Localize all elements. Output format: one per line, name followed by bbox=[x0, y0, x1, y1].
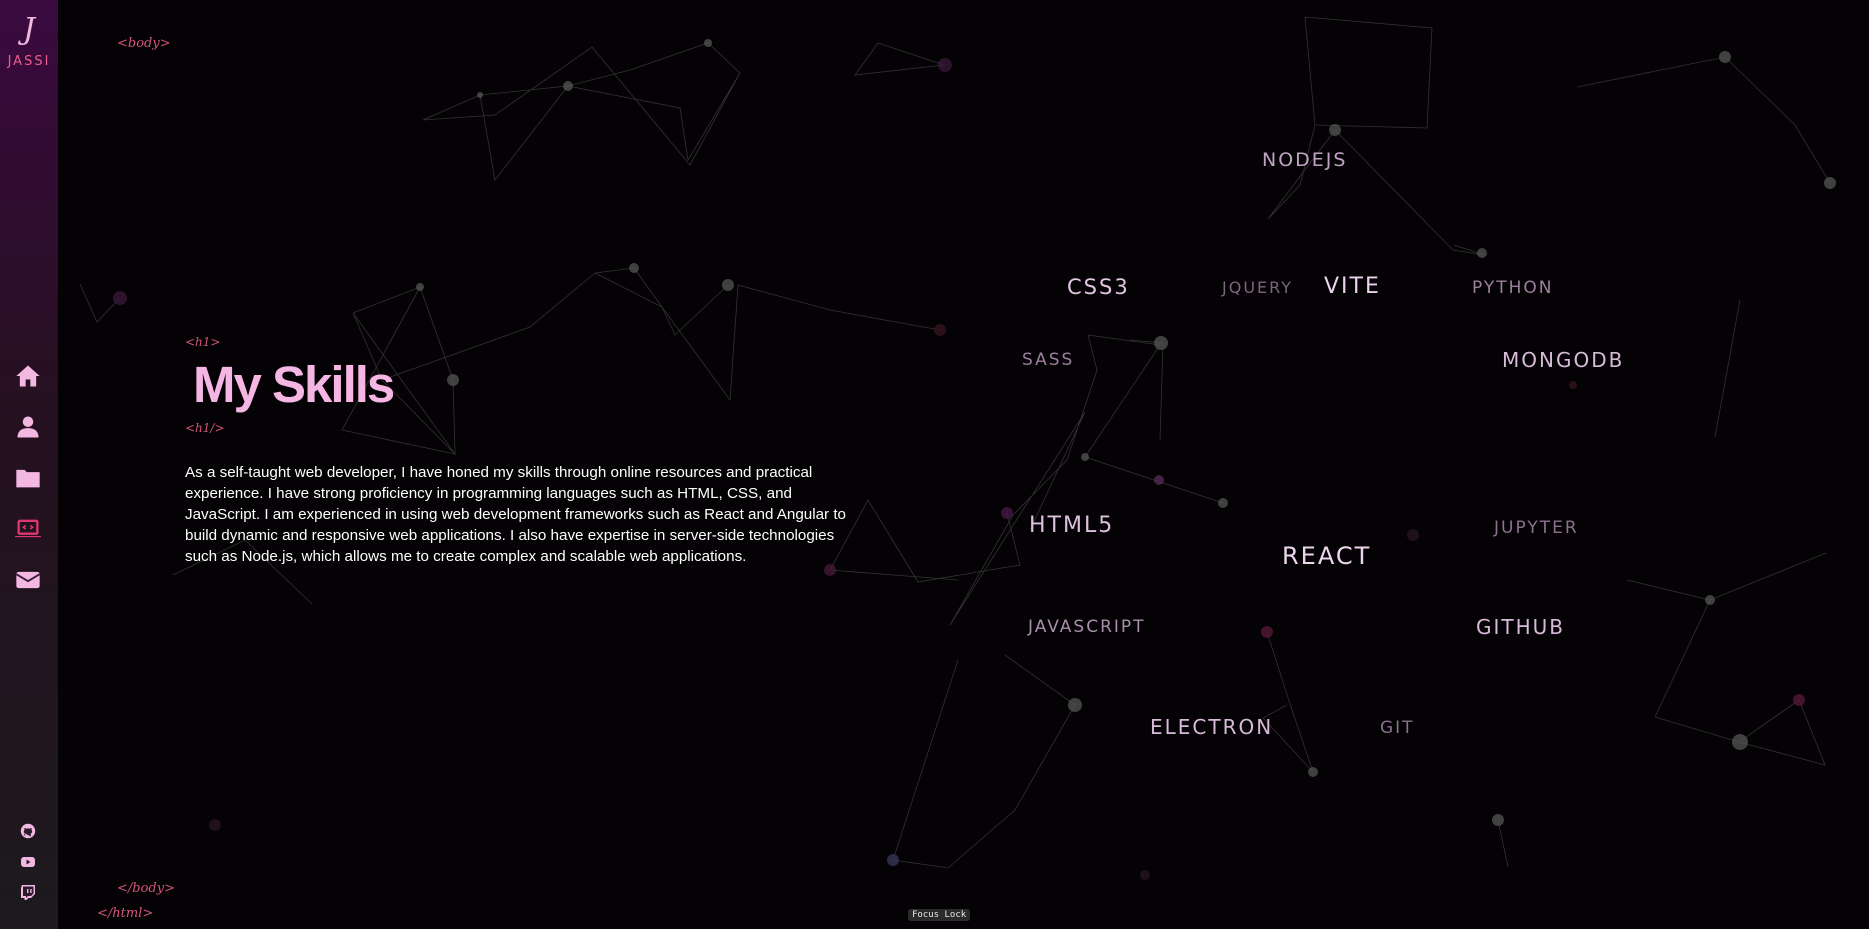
envelope-icon[interactable] bbox=[14, 566, 42, 594]
twitch-icon[interactable] bbox=[20, 884, 36, 900]
user-icon[interactable] bbox=[14, 413, 42, 441]
html-close-tag: </html> bbox=[97, 906, 154, 921]
skill-python: PYTHON bbox=[1472, 278, 1554, 298]
skill-github: GITHUB bbox=[1476, 615, 1566, 639]
laptop-code-icon[interactable] bbox=[14, 515, 42, 543]
logo-name[interactable]: JASSI bbox=[7, 54, 51, 69]
skill-electron: ELECTRON bbox=[1150, 715, 1274, 739]
body-open-tag: <body> bbox=[117, 36, 171, 51]
skill-nodejs: NODEJS bbox=[1262, 149, 1348, 171]
page-title: My Skills bbox=[193, 356, 395, 413]
skill-vite: VITE bbox=[1324, 274, 1381, 299]
skills-description: As a self-taught web developer, I have h… bbox=[185, 464, 847, 565]
folder-icon[interactable] bbox=[14, 464, 42, 492]
h1-open-tag: <h1> bbox=[185, 335, 221, 349]
sidebar: J JASSI bbox=[0, 0, 58, 929]
skill-mongodb: MONGODB bbox=[1502, 348, 1625, 372]
skill-jquery: JQUERY bbox=[1222, 278, 1293, 297]
github-icon[interactable] bbox=[20, 823, 36, 839]
home-icon[interactable] bbox=[14, 362, 42, 390]
skill-react: REACT bbox=[1282, 542, 1372, 570]
body-close-tag: </body> bbox=[117, 881, 175, 896]
skill-git: GIT bbox=[1380, 718, 1415, 738]
focus-lock-badge[interactable]: Focus Lock bbox=[908, 909, 971, 921]
youtube-icon[interactable] bbox=[20, 854, 36, 870]
skill-jupyter: JUPYTER bbox=[1494, 518, 1579, 538]
skill-sass: SASS bbox=[1022, 350, 1075, 370]
skill-css3: CSS3 bbox=[1067, 275, 1130, 299]
h1-close-tag: <h1/> bbox=[185, 421, 225, 435]
skill-javascript: JAVASCRIPT bbox=[1028, 617, 1146, 637]
logo-letter[interactable]: J bbox=[22, 12, 36, 47]
skill-html5: HTML5 bbox=[1029, 513, 1115, 538]
